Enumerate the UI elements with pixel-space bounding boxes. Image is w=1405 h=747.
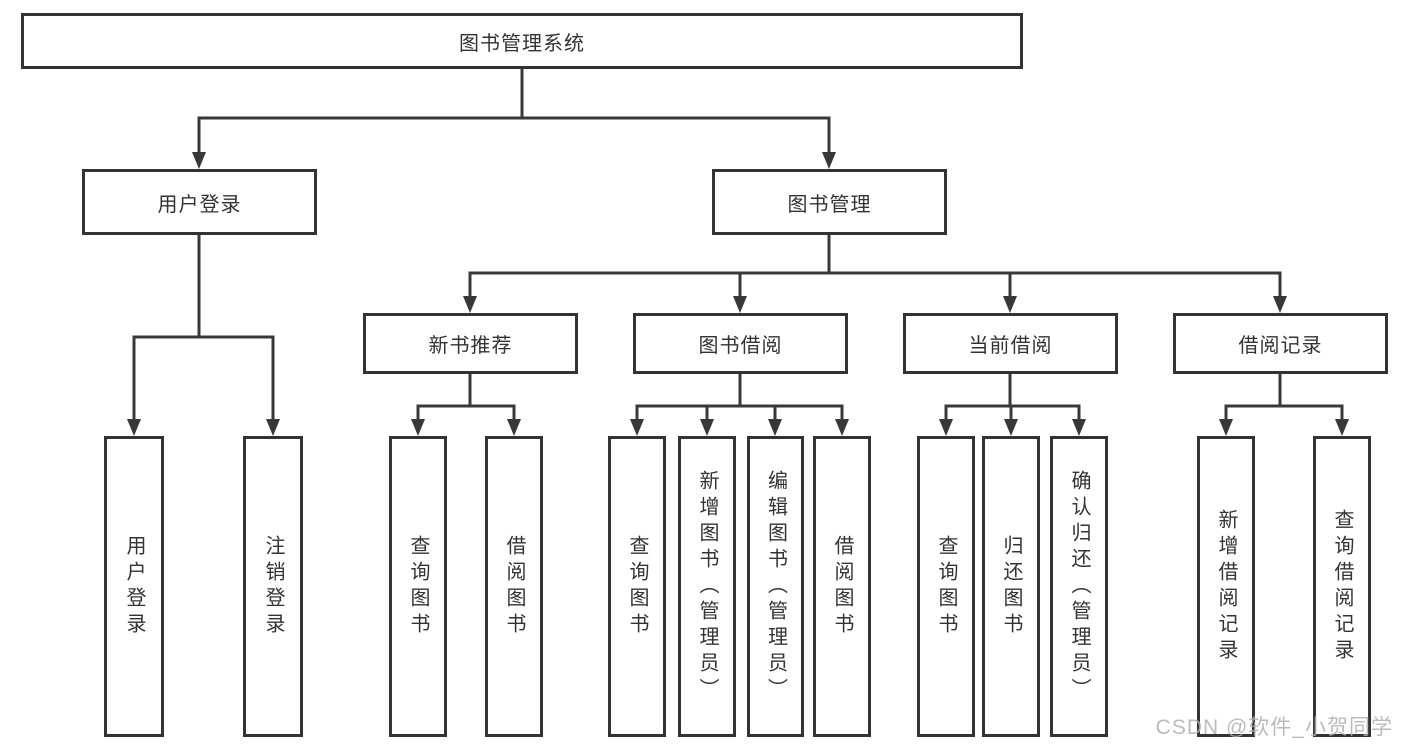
leaf-return-book-label: 归还图书 <box>1000 534 1022 639</box>
leaf-query-books-current: 查询图书 <box>917 436 975 737</box>
leaf-user-login-label: 用户登录 <box>123 534 145 639</box>
leaf-borrow-books-label: 借阅图书 <box>831 534 853 639</box>
leaf-borrow-books-recommend-label: 借阅图书 <box>503 534 525 639</box>
leaf-query-borrow-record-label: 查询借阅记录 <box>1331 508 1353 665</box>
leaf-query-books-recommend-label: 查询图书 <box>407 534 429 639</box>
root-node-library-management-system: 图书管理系统 <box>21 13 1023 69</box>
node-new-book-recommend: 新书推荐 <box>363 313 578 374</box>
node-book-management-label: 图书管理 <box>787 193 872 216</box>
leaf-edit-book-admin-label: 编辑图书（管理员） <box>764 469 787 704</box>
leaf-query-books-borrowing-label: 查询图书 <box>626 534 648 639</box>
leaf-logout: 注销登录 <box>243 436 303 737</box>
leaf-query-borrow-record: 查询借阅记录 <box>1313 436 1371 737</box>
leaf-return-book: 归还图书 <box>982 436 1040 737</box>
node-book-management: 图书管理 <box>712 169 947 235</box>
leaf-confirm-return-admin: 确认归还（管理员） <box>1050 436 1108 737</box>
node-borrowing-records-label: 借阅记录 <box>1238 335 1323 357</box>
leaf-add-book-admin: 新增图书（管理员） <box>678 436 736 737</box>
node-book-borrowing: 图书借阅 <box>633 313 848 374</box>
node-current-borrowing: 当前借阅 <box>903 313 1118 374</box>
node-borrowing-records: 借阅记录 <box>1173 313 1388 374</box>
leaf-edit-book-admin: 编辑图书（管理员） <box>747 436 804 737</box>
root-node-label: 图书管理系统 <box>459 32 585 55</box>
leaf-query-books-borrowing: 查询图书 <box>608 436 666 737</box>
leaf-add-book-admin-label: 新增图书（管理员） <box>696 469 718 704</box>
node-user-login: 用户登录 <box>82 169 317 235</box>
node-user-login-label: 用户登录 <box>157 193 242 216</box>
leaf-query-books-current-label: 查询图书 <box>935 534 957 639</box>
leaf-borrow-books: 借阅图书 <box>813 436 871 737</box>
node-current-borrowing-label: 当前借阅 <box>968 335 1053 357</box>
leaf-confirm-return-admin-label: 确认归还（管理员） <box>1068 469 1090 704</box>
leaf-borrow-books-recommend: 借阅图书 <box>485 436 543 737</box>
leaf-query-books-recommend: 查询图书 <box>389 436 447 737</box>
node-new-book-recommend-label: 新书推荐 <box>428 335 513 357</box>
leaf-logout-label: 注销登录 <box>262 534 284 639</box>
csdn-watermark: CSDN @软件_小贺同学 <box>1155 716 1393 739</box>
leaf-user-login: 用户登录 <box>104 436 164 737</box>
leaf-add-borrow-record: 新增借阅记录 <box>1197 436 1255 737</box>
node-book-borrowing-label: 图书借阅 <box>698 335 783 357</box>
leaf-add-borrow-record-label: 新增借阅记录 <box>1215 508 1237 665</box>
